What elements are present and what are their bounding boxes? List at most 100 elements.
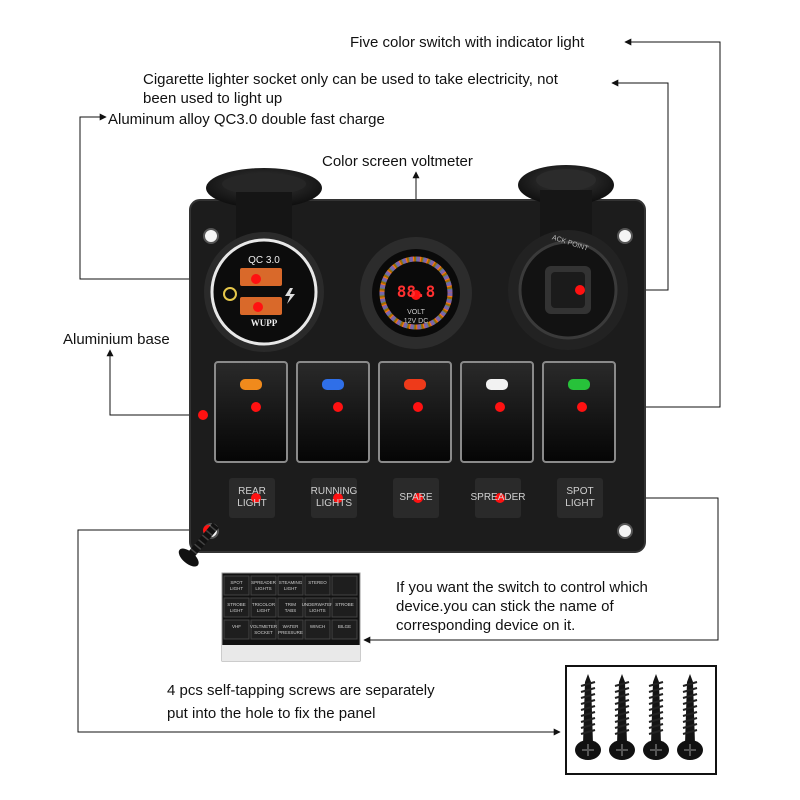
switch-label: SPARE <box>399 492 433 503</box>
sticker <box>250 597 277 618</box>
marker-dot <box>413 493 423 503</box>
stickers-note: If you want the switch to control which … <box>396 579 648 634</box>
loose-screw-icon <box>178 522 219 567</box>
callout-aluminium-base: Aluminium base <box>63 331 170 348</box>
sticker-text: LIGHT <box>257 608 271 613</box>
screws-box <box>565 665 717 775</box>
switch-label-plate <box>557 478 603 518</box>
leader-qc30 <box>79 113 258 280</box>
indicator-light <box>404 379 426 390</box>
usb-brand: WUPP <box>250 318 278 328</box>
voltmeter-unit-line1: VOLT <box>407 309 425 316</box>
mounting-hole <box>617 523 633 539</box>
switch-label: SPREADER <box>470 492 526 503</box>
rocker-switches[interactable] <box>214 361 616 518</box>
sticker-text: LIGHT <box>230 586 244 591</box>
rocker-switch[interactable] <box>378 361 452 463</box>
screws-note-line1: 4 pcs self-tapping screws are separately <box>167 682 435 699</box>
callout-cigarette-socket-line2: been used to light up <box>143 90 283 107</box>
sticker <box>277 597 304 618</box>
marker-dot <box>411 290 421 300</box>
voltmeter-reading: 88.8 <box>396 282 436 301</box>
screw-icon <box>677 674 703 760</box>
rocker-switch[interactable] <box>214 361 288 463</box>
sticker-text: PRESSURE <box>278 630 303 635</box>
sticker <box>331 619 358 640</box>
sticker-text: TRIM <box>285 602 296 607</box>
rocker-switch[interactable] <box>460 361 534 463</box>
sticker-text: STROBE <box>335 602 354 607</box>
sticker-text: TRICOLOR <box>252 602 276 607</box>
sticker-text: STEAMING <box>279 580 303 585</box>
rocker-switch[interactable] <box>542 361 616 463</box>
callout-five-color-switch: Five color switch with indicator light <box>350 34 585 51</box>
callout-voltmeter: Color screen voltmeter <box>322 153 473 170</box>
sticker <box>223 575 250 596</box>
sticker <box>250 619 277 640</box>
leader-screws <box>77 529 561 736</box>
voltmeter-unit-line2: 12V DC <box>403 318 429 325</box>
sticker-text: BILGE <box>338 624 351 629</box>
marker-dot <box>575 285 585 295</box>
sticker-text: STEREO <box>308 580 327 585</box>
sticker-text: SPREADER <box>251 580 277 585</box>
mounting-hole <box>203 228 219 244</box>
mounting-hole <box>617 228 633 244</box>
sticker <box>331 597 358 618</box>
marker-dot <box>333 493 343 503</box>
sticker-text: SPOT <box>230 580 243 585</box>
sticker-text: UNDERWATER <box>302 602 334 607</box>
sticker-text: LIGHT <box>230 608 244 613</box>
marker-dot <box>413 402 423 412</box>
sticker <box>223 597 250 618</box>
marker-dot <box>253 302 263 312</box>
screw-icon <box>643 674 669 760</box>
marker-dot <box>333 402 343 412</box>
indicator-light <box>568 379 590 390</box>
sticker-text: LIGHTS <box>255 586 271 591</box>
sticker <box>304 575 331 596</box>
sticker-text: LIGHTS <box>309 608 325 613</box>
sticker-sheet: SPOTLIGHTSPREADERLIGHTSSTEAMINGLIGHTSTER… <box>221 572 361 662</box>
screws-note-line2: put into the hole to fix the panel <box>167 705 376 722</box>
sticker-text: VOLTMETER <box>250 624 278 629</box>
marker-dot <box>495 402 505 412</box>
sticker <box>304 597 331 618</box>
usb-charger <box>204 168 324 352</box>
usb-top-text: QC 3.0 <box>248 255 280 266</box>
marker-dot <box>251 493 261 503</box>
marker-dot <box>251 402 261 412</box>
sticker <box>250 575 277 596</box>
marker-dot <box>198 410 208 420</box>
sticker-text: SOCKET <box>254 630 273 635</box>
rocker-switch[interactable] <box>296 361 370 463</box>
marker-dot <box>251 274 261 284</box>
callout-qc30-charger: Aluminum alloy QC3.0 double fast charge <box>108 111 385 128</box>
cigarette-socket <box>508 165 628 350</box>
indicator-light <box>240 379 262 390</box>
callout-cigarette-socket-line1: Cigarette lighter socket only can be use… <box>143 71 558 88</box>
leader-aluminium-base <box>106 349 203 416</box>
sticker-text: TABS <box>285 608 296 613</box>
marker-dot <box>495 493 505 503</box>
screw-icon <box>575 674 601 760</box>
sticker-text: WINCH <box>310 624 325 629</box>
marker-dots <box>198 274 587 535</box>
sticker-text: WATER <box>283 624 299 629</box>
indicator-light <box>486 379 508 390</box>
sticker-text: VHF <box>232 624 241 629</box>
sticker <box>223 619 250 640</box>
indicator-light <box>322 379 344 390</box>
sticker <box>304 619 331 640</box>
sticker <box>331 575 358 596</box>
sticker <box>277 575 304 596</box>
sticker-text: LIGHT <box>284 586 298 591</box>
screw-icon <box>609 674 635 760</box>
sticker <box>277 619 304 640</box>
sticker-text: STROBE <box>227 602 246 607</box>
marker-dot <box>577 402 587 412</box>
lightning-icon <box>285 288 295 304</box>
